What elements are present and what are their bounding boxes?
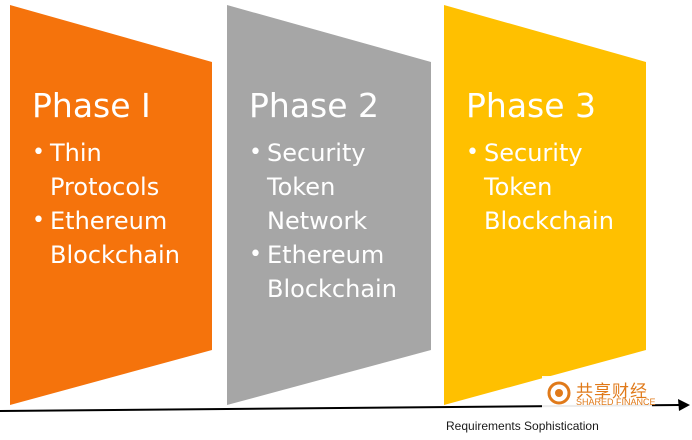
bullet-dot: • [249, 140, 262, 165]
phase-2-content: Phase 2 •Security Token Network •Ethereu… [249, 86, 397, 306]
phase-2-bullets: •Security Token Network •Ethereum Blockc… [249, 136, 397, 306]
bullet-dot: • [466, 140, 479, 165]
shared-finance-watermark: 共享财经 SHARED FINANCE [542, 376, 656, 410]
phase-3-title: Phase 3 [466, 86, 597, 125]
phase-1-bullets: •Thin Protocols •Ethereum Blockchain [32, 136, 180, 272]
phase-3-bullet-1: •Security Token Blockchain [466, 136, 614, 238]
axis-arrowhead [678, 399, 690, 411]
phase-2-bullet-1: •Security Token Network [249, 136, 397, 238]
bullet-text: Ethereum Blockchain [50, 207, 180, 269]
phase-1-panel [10, 5, 212, 405]
bullet-text: Security Token Network [267, 139, 368, 235]
phase-3-panel [444, 5, 646, 405]
shared-finance-logo-icon [547, 381, 571, 405]
phase-2-title: Phase 2 [249, 86, 380, 125]
phase-2-bullet-2: •Ethereum Blockchain [249, 238, 397, 306]
phase-1-bullet-2: •Ethereum Blockchain [32, 204, 180, 272]
phase-3-content: Phase 3 •Security Token Blockchain [466, 86, 614, 238]
bullet-text: Security Token Blockchain [484, 139, 614, 235]
phase-1-title: Phase I [32, 86, 151, 125]
bullet-dot: • [32, 208, 45, 233]
bullet-text: Ethereum Blockchain [267, 241, 397, 303]
watermark-chinese-text: 共享财经 [576, 382, 648, 402]
phase-3-bullets: •Security Token Blockchain [466, 136, 614, 238]
watermark-english-text: SHARED FINANCE [576, 397, 656, 407]
axis-label: Requirements Sophistication [446, 419, 599, 433]
phase-2-panel [227, 5, 431, 405]
bullet-dot: • [249, 242, 262, 267]
phase-1-bullet-1: •Thin Protocols [32, 136, 180, 204]
phase-1-content: Phase I •Thin Protocols •Ethereum Blockc… [32, 86, 180, 272]
bullet-text: Thin Protocols [50, 139, 160, 201]
bullet-dot: • [32, 140, 45, 165]
